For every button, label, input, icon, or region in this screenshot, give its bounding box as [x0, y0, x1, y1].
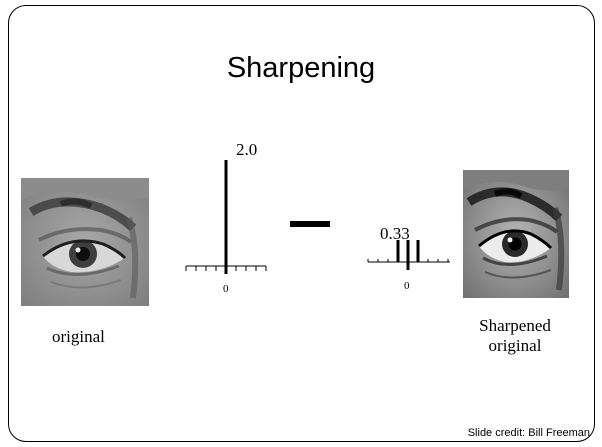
impulse-origin-label: 0 [223, 283, 229, 295]
sharpened-caption: Sharpened original [464, 316, 566, 356]
minus-operator [290, 221, 330, 227]
original-eye-image [21, 178, 149, 306]
sharpened-caption-line1: Sharpened [464, 316, 566, 336]
impulse-value-label: 2.0 [236, 140, 257, 160]
sharpened-eye-image [463, 170, 569, 298]
slide-title: Sharpening [0, 52, 602, 85]
box-origin-label: 0 [404, 280, 410, 292]
slide-credit: Slide credit: Bill Freeman [468, 427, 590, 439]
original-caption: original [52, 327, 105, 347]
impulse-filter-plot [180, 150, 270, 280]
box-value-label: 0.33 [380, 224, 410, 244]
sharpened-caption-line2: original [464, 336, 566, 356]
